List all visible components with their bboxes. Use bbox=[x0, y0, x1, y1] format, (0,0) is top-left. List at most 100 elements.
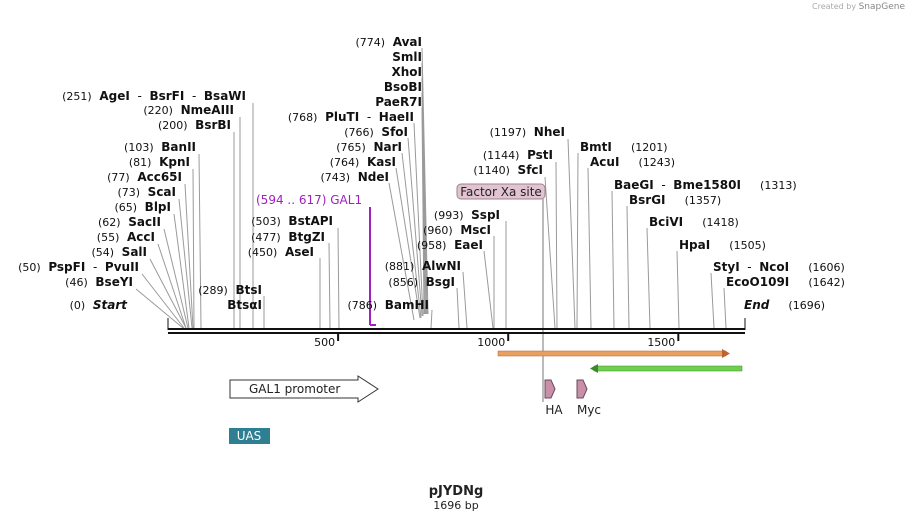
site-label: (103) BanII bbox=[124, 140, 196, 154]
enzyme-name: EcoO109I bbox=[726, 275, 789, 289]
site-label: (50) PspFI - PvuII bbox=[18, 260, 139, 274]
site-position: (1505) bbox=[729, 239, 766, 252]
enzyme-name: Bme1580I bbox=[673, 178, 741, 192]
site-separator bbox=[114, 245, 122, 259]
site-separator bbox=[789, 260, 808, 274]
factor-xa-box bbox=[456, 183, 546, 200]
site-leader-line bbox=[576, 152, 579, 329]
enzyme-name: AccI bbox=[127, 230, 155, 244]
snapgene-credit: Created by SnapGene bbox=[812, 2, 905, 12]
site-position: (1606) bbox=[808, 261, 845, 274]
enzyme-name: XhoI bbox=[391, 65, 422, 79]
site-label: BmtI (1201) bbox=[580, 140, 668, 154]
enzyme-name: SspI bbox=[471, 208, 500, 222]
site-label: (54) SalI bbox=[91, 245, 147, 259]
site-leader-line bbox=[157, 243, 187, 329]
site-leader-line bbox=[567, 138, 576, 329]
site-label: (503) BstAPI bbox=[251, 214, 333, 228]
enzyme-name: StyI bbox=[713, 260, 740, 274]
site-label: (765) NarI bbox=[336, 140, 402, 154]
site-separator bbox=[228, 283, 236, 297]
plasmid-name: pJYDNg bbox=[429, 484, 484, 499]
snapgene-brand: SnapGene bbox=[858, 2, 905, 12]
site-label: (766) SfoI bbox=[344, 125, 408, 139]
enzyme-name: BsgI bbox=[426, 275, 455, 289]
site-separator bbox=[683, 215, 702, 229]
site-separator bbox=[789, 275, 808, 289]
green-feature-arrowhead bbox=[590, 364, 598, 373]
site-separator bbox=[710, 238, 729, 252]
site-separator bbox=[277, 245, 285, 259]
site-separator bbox=[317, 110, 325, 124]
gal1-site-label: (594 .. 617) GAL1 bbox=[256, 193, 362, 207]
myc-tag-arrow bbox=[576, 379, 588, 399]
site-leader-line bbox=[184, 183, 194, 329]
site-position: (200) bbox=[158, 119, 188, 132]
enzyme-name: HaeII bbox=[379, 110, 414, 124]
enzyme-name: BstAPI bbox=[288, 214, 333, 228]
site-leader-line bbox=[395, 167, 421, 319]
site-position: (73) bbox=[117, 186, 140, 199]
site-separator bbox=[769, 298, 788, 312]
enzyme-name: KpnI bbox=[159, 155, 190, 169]
site-label: (46) BseYI bbox=[65, 275, 133, 289]
enzyme-name: NdeI bbox=[358, 170, 389, 184]
site-position: (1144) bbox=[483, 149, 520, 162]
site-label: AcuI (1243) bbox=[590, 155, 675, 169]
site-position: (960) bbox=[423, 224, 453, 237]
site-leader-line bbox=[407, 137, 423, 317]
site-leader-line bbox=[611, 190, 615, 329]
enzyme-name: AcuI bbox=[590, 155, 619, 169]
site-label: (1144) PstI bbox=[483, 148, 553, 162]
site-position: (1313) bbox=[760, 179, 797, 192]
site-position: (46) bbox=[65, 276, 88, 289]
site-leader-line bbox=[430, 309, 433, 329]
site-separator bbox=[85, 298, 93, 312]
site-separator: - bbox=[130, 89, 150, 103]
site-leader-line bbox=[192, 168, 195, 329]
site-position: (1197) bbox=[490, 126, 527, 139]
site-leader-lines bbox=[135, 47, 727, 402]
site-separator bbox=[154, 140, 162, 154]
enzyme-name: BsoBI bbox=[384, 80, 422, 94]
site-position: (50) bbox=[18, 261, 41, 274]
site-separator: - bbox=[85, 260, 105, 274]
site-label: (764) KasI bbox=[330, 155, 396, 169]
factor-xa-label: Factor Xa site bbox=[460, 185, 542, 199]
site-separator bbox=[92, 89, 100, 103]
site-label: HpaI (1505) bbox=[679, 238, 766, 252]
site-label: End (1696) bbox=[744, 298, 825, 312]
site-position: (477) bbox=[251, 231, 281, 244]
site-leader-line bbox=[544, 176, 556, 329]
site-leader-line bbox=[413, 122, 424, 317]
site-separator: - bbox=[359, 110, 379, 124]
enzyme-name: HpaI bbox=[679, 238, 710, 252]
site-label: (1197) NheI bbox=[490, 125, 565, 139]
site-position: (765) bbox=[336, 141, 366, 154]
site-position: (764) bbox=[330, 156, 360, 169]
site-leader-line bbox=[555, 161, 558, 329]
site-leader-line bbox=[337, 227, 340, 329]
site-label: (65) BlpI bbox=[114, 200, 171, 214]
site-position: (65) bbox=[114, 201, 137, 214]
enzyme-name: PspFI bbox=[48, 260, 85, 274]
enzyme-name: PstI bbox=[527, 148, 553, 162]
site-label: (251) AgeI - BsrFI - BsaWI bbox=[62, 89, 246, 103]
site-position: (856) bbox=[388, 276, 418, 289]
enzyme-name: SmlI bbox=[392, 50, 422, 64]
site-separator bbox=[741, 178, 760, 192]
site-position: (103) bbox=[124, 141, 154, 154]
site-separator bbox=[385, 35, 393, 49]
site-label: (774) AvaI bbox=[356, 35, 422, 49]
site-label: (477) BtgZI bbox=[251, 230, 325, 244]
enzyme-name: EaeI bbox=[454, 238, 483, 252]
orange-feature-arrowhead bbox=[722, 349, 730, 358]
site-separator bbox=[130, 170, 138, 184]
site-position: (0) bbox=[70, 299, 86, 312]
enzyme-name: NheI bbox=[534, 125, 565, 139]
site-label: BtsαI bbox=[227, 298, 262, 312]
enzyme-name: SacII bbox=[128, 215, 161, 229]
site-separator bbox=[88, 275, 96, 289]
